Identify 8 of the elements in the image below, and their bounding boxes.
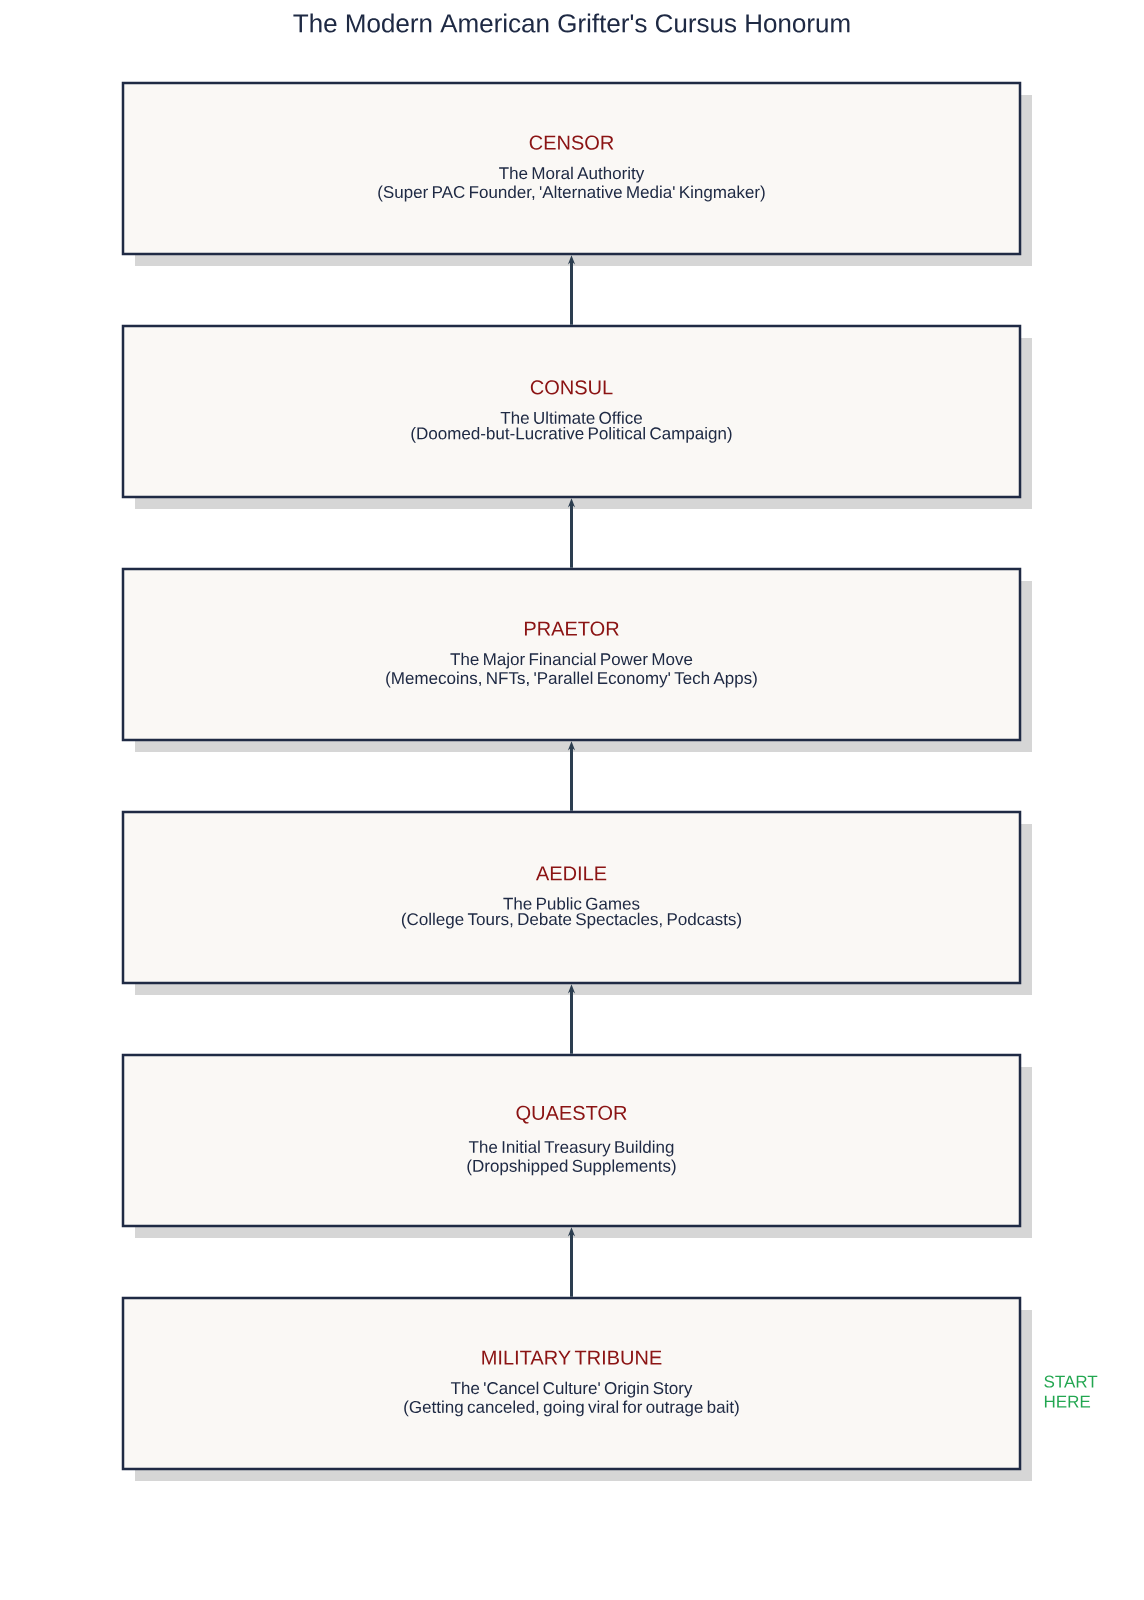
process-box: CONSUL The Ultimate Office (Doomed-but-Lucrative Political Campaign): [121, 324, 1032, 509]
title: The Modern American Grifter's Cursus Honorum: [293, 13, 850, 33]
process-box: AEDILE The Public Games (College Tours, Debate Spectacles, Podcasts): [121, 810, 1032, 995]
process-box: QUAESTOR The Initial Treasury Building (Dropshipped Supplements): [121, 1053, 1032, 1238]
process-box: PRAETOR The Major Financial Power Move (Memecoins, NFTs, 'Parallel Economy' Tech Apps): [121, 567, 1032, 752]
side-note: START HERE: [1044, 1375, 1098, 1408]
process-box: CENSOR The Moral Authority (Super PAC Founder, 'Alternative Media' Kingmaker): [121, 81, 1032, 266]
process-box: MILITARY TRIBUNE The 'Cancel Culture' Origin Story (Getting canceled, going viral for outrage bait): [121, 1296, 1032, 1481]
